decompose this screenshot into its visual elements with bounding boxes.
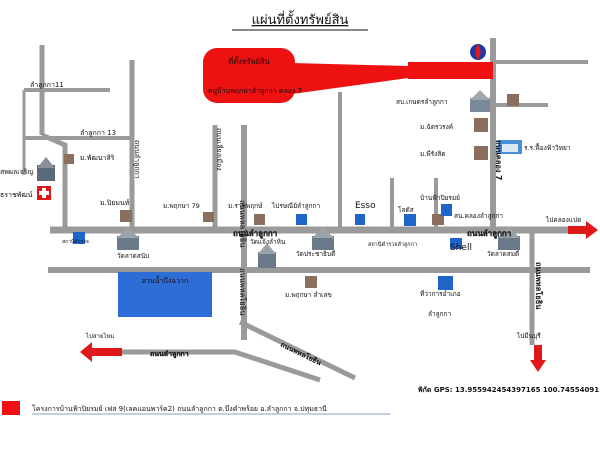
direction-arrows	[80, 221, 598, 372]
road-lower-diagonal	[105, 349, 321, 383]
label-to-minburi: ไปมีนบุรี	[516, 332, 541, 340]
label-mu-phatcharapha: ม.พัฒนาสิริ	[80, 154, 115, 162]
map-title: แผ่นที่ตั้งทรัพย์สิน	[252, 10, 349, 28]
label-lamlukka-11: ลำลูกกา11	[30, 81, 64, 89]
marker-mu-rachawan	[254, 214, 265, 225]
label-to-klong8: ไปคลองแปด	[545, 216, 581, 224]
property-label-1: ที่ตั้งทรัพย์สิน	[228, 56, 270, 66]
label-chatchawat: ม.ฉัตรวรงค์	[420, 123, 453, 131]
blue-markers	[73, 204, 462, 290]
marker-phaitan	[296, 214, 307, 225]
legend: โครงการบ้านฟ้าปิยรมย์ เฟส 9(เลคแอนพาร์ค2…	[2, 401, 390, 415]
label-to-sai-mai: ไปสายไหม	[85, 332, 114, 340]
lake-block	[118, 272, 212, 317]
marker-ban-fa	[432, 214, 444, 225]
temple-icon-wat-left	[117, 227, 139, 250]
marker-mu-phatcharapha	[64, 154, 74, 164]
gps-coordinates: พิกัด GPS: 13.955942454397165 100.745540…	[418, 386, 600, 394]
arrow-to-minburi	[530, 345, 546, 372]
label-hospital: ธราชพัฒน์	[0, 191, 33, 199]
label-sanphet: สพผลเจริญ	[0, 168, 34, 176]
arrow-to-sai-mai	[80, 342, 122, 362]
legend-swatch	[2, 401, 20, 415]
marker-lotus	[404, 214, 416, 226]
place-labels: ลำลูกกา11 ลำลูกกา 13 ม.พัฒนาสิริ สพผลเจร…	[0, 81, 581, 340]
label-lamlukka-13: ลำลูกกา 13	[80, 129, 116, 137]
label-wat-right: วัดลาดสมดี	[487, 250, 519, 258]
marker-mu-phruksa79	[203, 212, 214, 222]
road-label-phahonyothin-1: ถนนพหลโยธิน	[238, 200, 247, 247]
marker-esso	[355, 214, 365, 225]
property-label-2: หมู่บ้านพฤกษาลำลูกกา คลอง 7	[208, 87, 302, 95]
marker-police-left	[73, 232, 85, 244]
ptt-station-icon	[470, 44, 486, 60]
label-mu-piyamon: ม.ปิยมนท์	[100, 199, 130, 207]
property-marker: ที่ตั้งทรัพย์สิน หมู่บ้านพฤกษาลำลูกกา คล…	[203, 48, 493, 103]
marker-district-office	[438, 276, 453, 290]
label-lotus: โลตัส	[398, 206, 414, 214]
temple-icon-wat-kha	[312, 227, 334, 250]
arrow-to-klong8	[568, 221, 598, 239]
label-wat-chaeng: วัดแจ้งลำหิน	[250, 238, 286, 246]
road-label-klong7: ถนนคลอง 7	[494, 140, 503, 180]
label-phonrangsit: ม.พีรังสิต	[420, 150, 446, 158]
marker-phonrangsit	[474, 146, 488, 160]
label-shell: Shell	[450, 243, 472, 253]
road-label-right-lower: ถนนพหลโยธิน	[534, 262, 544, 310]
property-block	[203, 48, 295, 103]
temple-icon-wat-chaeng	[258, 243, 276, 268]
label-district-office-1: ที่ว่าการอำเภอ	[420, 289, 461, 298]
temple-icons	[37, 90, 522, 268]
hospital-icon	[37, 186, 51, 200]
temple-icon-sabo	[470, 90, 490, 112]
road-label-soi: ถนนลำลูกกา	[133, 140, 141, 179]
road-label-phahonyothin-2: ถนนพหลโยธิน	[238, 268, 247, 315]
road-label-lower-1: ถนนลำลูกกา	[150, 350, 189, 359]
marker-police-top	[441, 204, 452, 216]
label-police-top: สน.คลองลำลูกกา	[454, 212, 503, 220]
label-mu-phruksa-lao: ม.พฤกษา ลำเลข	[285, 291, 332, 299]
label-sabo: สบ.เกษตรลำลูกกา	[396, 98, 448, 106]
label-police-mid: สถานีตำรวจลำลูกกา	[368, 241, 417, 248]
road-label-lower-2: ถนนพหลโยธิน	[279, 340, 323, 368]
temple-icon-sanphet	[37, 157, 55, 181]
marker-mu-phruksa-lao	[305, 276, 317, 288]
school-icon	[498, 140, 522, 154]
label-esso: Esso	[355, 201, 376, 211]
marker-sabo	[507, 94, 519, 106]
road-left-bend	[41, 132, 68, 232]
marker-shell	[450, 238, 462, 249]
lake-label: สวนน้ำบึงฉวาก	[142, 274, 188, 285]
label-mu-rachawan: ม.ราชพฤกษ์	[228, 202, 263, 210]
label-wat-left: วัดลาดสนับ	[117, 252, 149, 260]
label-mu-phruksa79: ม.พฤกษา 79	[163, 202, 200, 210]
road-label-lamlukka-2: ถนนลำลูกกา	[467, 229, 511, 239]
temple-icon-wat-right	[498, 227, 520, 250]
label-school: ร.ร.ฟื้องฟ้าวิทยา	[524, 143, 571, 152]
label-ban-fa-piyarom: บ้านฟ้าปิยรมย์	[420, 194, 460, 202]
property-road-end	[408, 62, 493, 79]
marker-mu-piyamon	[120, 210, 132, 222]
legend-caption: โครงการบ้านฟ้าปิยรมย์ เฟส 9(เลคแอนพาร์ค2…	[32, 404, 327, 413]
road-lower-diagonal-2	[238, 319, 357, 381]
label-police-left: สถานีตำรวจ	[62, 238, 89, 245]
label-wat-kha: วัดประชาธิบดี	[296, 250, 335, 258]
road-label-bypass: ถนนเลี่ยงเมือง	[215, 128, 224, 171]
marker-chatchawat	[474, 118, 488, 132]
label-phaitan: ไปรษณีย์ลำลูกกา	[271, 202, 320, 210]
brown-markers	[64, 94, 519, 288]
label-district-office-2: ลำลูกกา	[428, 310, 451, 318]
property-connector	[292, 63, 408, 94]
road-label-lamlukka-1: ถนนลำลูกกา	[233, 229, 277, 239]
